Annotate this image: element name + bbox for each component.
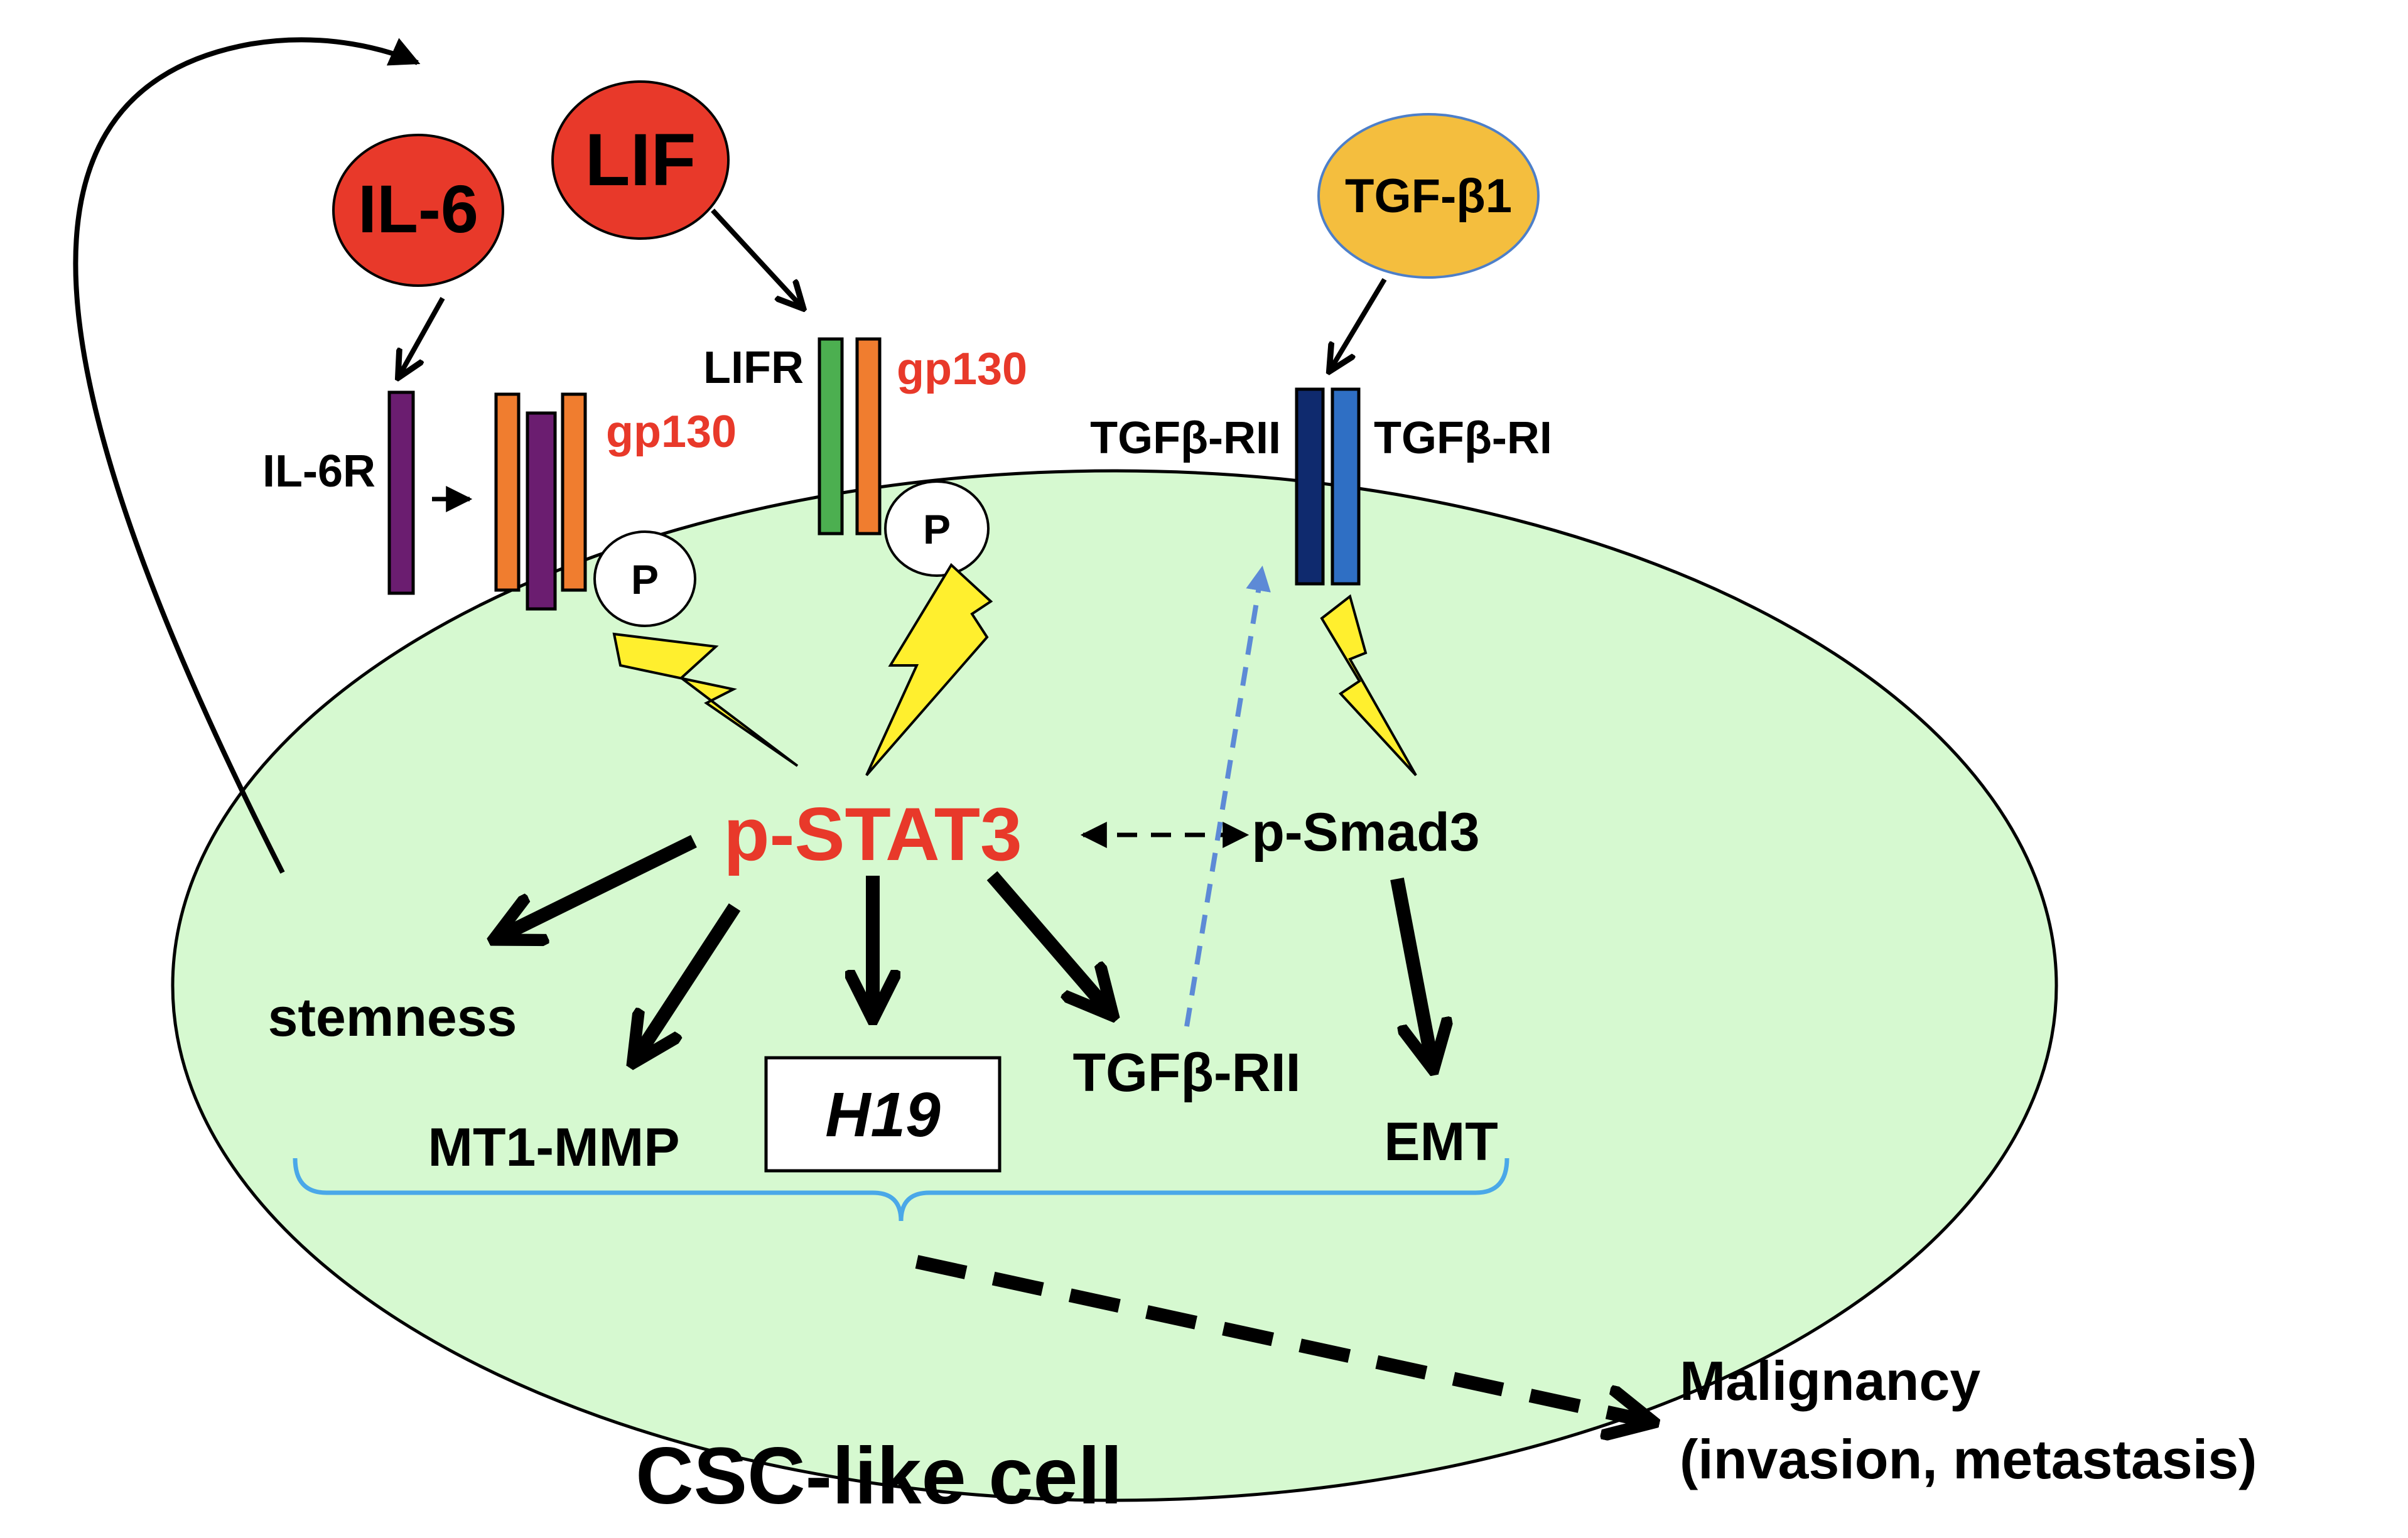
pstat3-label: p-STAT3	[723, 792, 1022, 876]
lightning-bolt-left	[612, 632, 799, 767]
arrow-to-stemness	[496, 835, 697, 938]
lightning-bolt-middle	[865, 562, 993, 777]
tgfb1-label: TGF-β1	[1345, 169, 1512, 223]
psmad3-label: p-Smad3	[1251, 802, 1479, 863]
gp130-il6r-complex	[494, 392, 587, 611]
tgfb-rii-bar	[1295, 387, 1325, 586]
il6r-label: IL-6R	[262, 446, 375, 497]
lif-ligand: LIF	[551, 80, 730, 240]
h19-box: H19	[764, 1056, 1002, 1173]
svg-text:P: P	[923, 506, 951, 552]
lifr-label: LIFR	[703, 343, 804, 393]
gp130-right-label: gp130	[897, 344, 1027, 394]
tgfb-rii-target-label: TGFβ-RII	[1073, 1043, 1301, 1103]
tgfb-rii-upregulation-arrow	[1184, 566, 1271, 1027]
il6-ligand: IL-6	[332, 134, 504, 287]
cell-body	[171, 469, 2058, 1502]
h19-label: H19	[825, 1080, 941, 1150]
mt1mmp-label: MT1-MMP	[428, 1117, 679, 1178]
arrow-to-malignancy	[915, 1255, 1651, 1422]
emt-label: EMT	[1384, 1112, 1498, 1172]
lif-to-receptor-arrow	[711, 208, 802, 308]
cell-label: CSC-like cell	[635, 1431, 1122, 1521]
gp130-left-label: gp130	[606, 407, 737, 457]
il6-to-receptor-arrow	[399, 297, 445, 377]
lightning-bolt-right	[1320, 594, 1417, 777]
tgfb1-ligand: TGF-β1	[1317, 113, 1540, 279]
svg-text:P: P	[631, 556, 659, 603]
tgfb-rii-label: TGFβ-RII	[1090, 413, 1281, 463]
feedback-loop-arrow	[73, 37, 421, 874]
il6-label: IL-6	[358, 171, 478, 247]
outcome-line1: Malignancy	[1680, 1350, 1980, 1412]
lifr-bar	[818, 337, 844, 535]
gp130-right-bar	[855, 337, 882, 535]
phospho-left: P	[593, 530, 696, 627]
arrow-to-mt1mmp	[634, 903, 741, 1061]
outcome-line2: (invasion, metastasis)	[1680, 1428, 2257, 1490]
grouping-brace	[293, 1158, 1509, 1222]
tgfb-ri-bar	[1331, 387, 1361, 586]
phospho-right: P	[884, 480, 990, 577]
arrow-to-tgfb-rii	[986, 871, 1111, 1014]
lif-label: LIF	[585, 119, 696, 202]
stemness-label: stemness	[268, 987, 517, 1048]
tgfb-ri-label: TGFβ-RI	[1374, 413, 1552, 463]
il6r-bar	[387, 390, 415, 595]
tgfb1-to-receptor-arrow	[1330, 277, 1387, 370]
arrow-to-emt	[1390, 877, 1433, 1067]
